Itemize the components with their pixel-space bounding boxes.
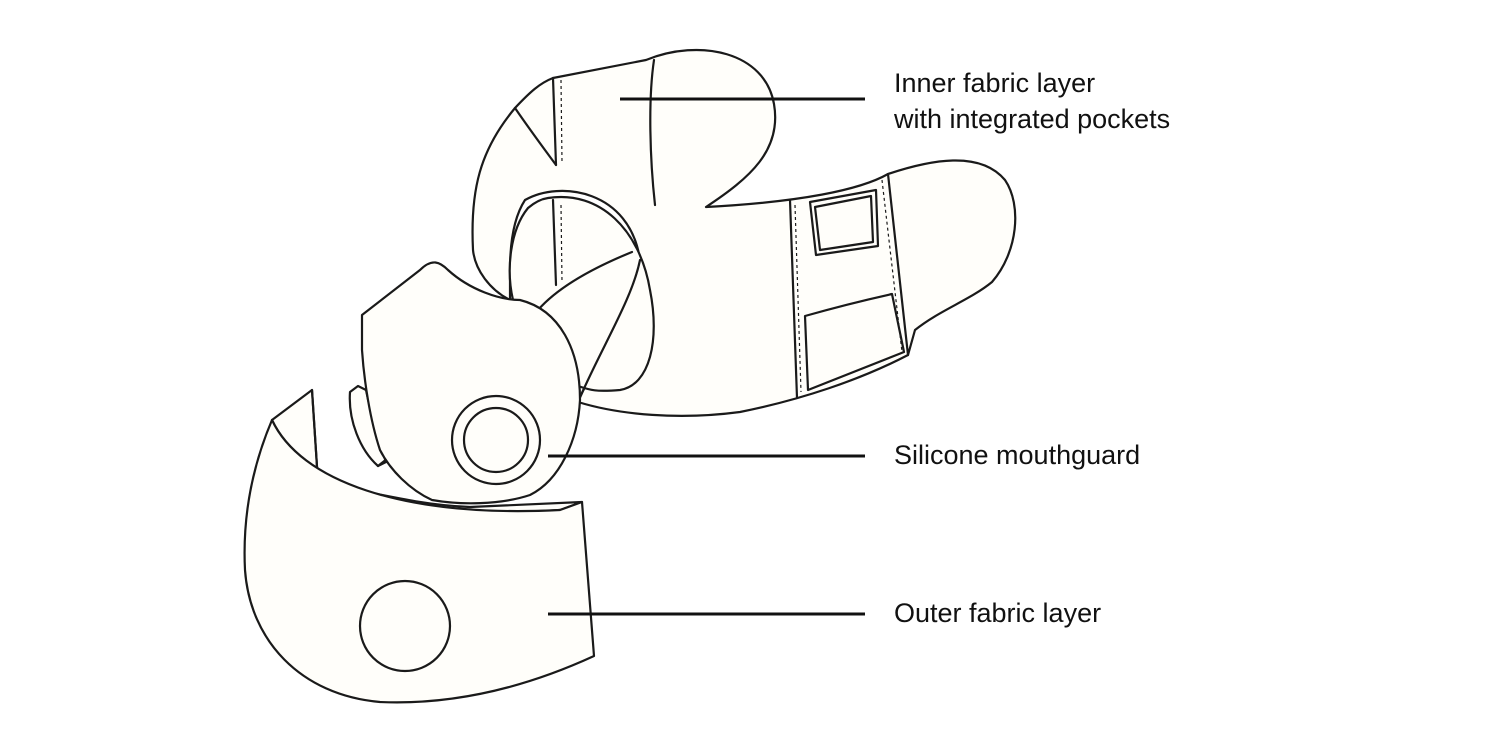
outer-layer-button: [358, 579, 452, 673]
inner-fabric-layer: [471, 48, 1017, 417]
inner-top-seam: [649, 58, 657, 207]
label-inner-line2: with integrated pockets: [894, 104, 1171, 134]
label-inner-line1: Inner fabric layer: [894, 68, 1096, 98]
inner-panel-seam: [551, 76, 558, 167]
inner-strap-seam-left: [513, 106, 558, 167]
label-silicone-mouthguard: Silicone mouthguard: [894, 440, 1141, 470]
inner-band-left-edge: [576, 258, 642, 404]
outer-layer-fold-line: [310, 388, 320, 484]
inner-dashed-stitch-lower: [560, 204, 563, 283]
label-outer-fabric-layer: Outer fabric layer: [894, 598, 1102, 628]
inner-top-pocket-inner: [813, 194, 875, 252]
inner-cup-curve: [536, 250, 634, 312]
inner-layer-outline: [471, 48, 1017, 417]
inner-dashed-stitch-upper: [560, 79, 563, 163]
inner-lower-pocket: [803, 292, 906, 392]
inner-pocket-panel-right: [886, 172, 910, 357]
inner-pocket-panel-left: [788, 198, 799, 400]
label-inner-fabric-layer: Inner fabric layer with integrated pocke…: [894, 65, 1170, 137]
silicone-mouthguard: [348, 261, 582, 505]
outer-fabric-layer: [243, 388, 596, 704]
mouthguard-valve-inner-ring: [462, 406, 530, 474]
inner-pocket-dashed-left: [794, 204, 802, 393]
outer-layer-shell: [243, 418, 596, 704]
inner-opening-seam: [551, 198, 558, 287]
inner-top-pocket-outer: [808, 188, 880, 257]
